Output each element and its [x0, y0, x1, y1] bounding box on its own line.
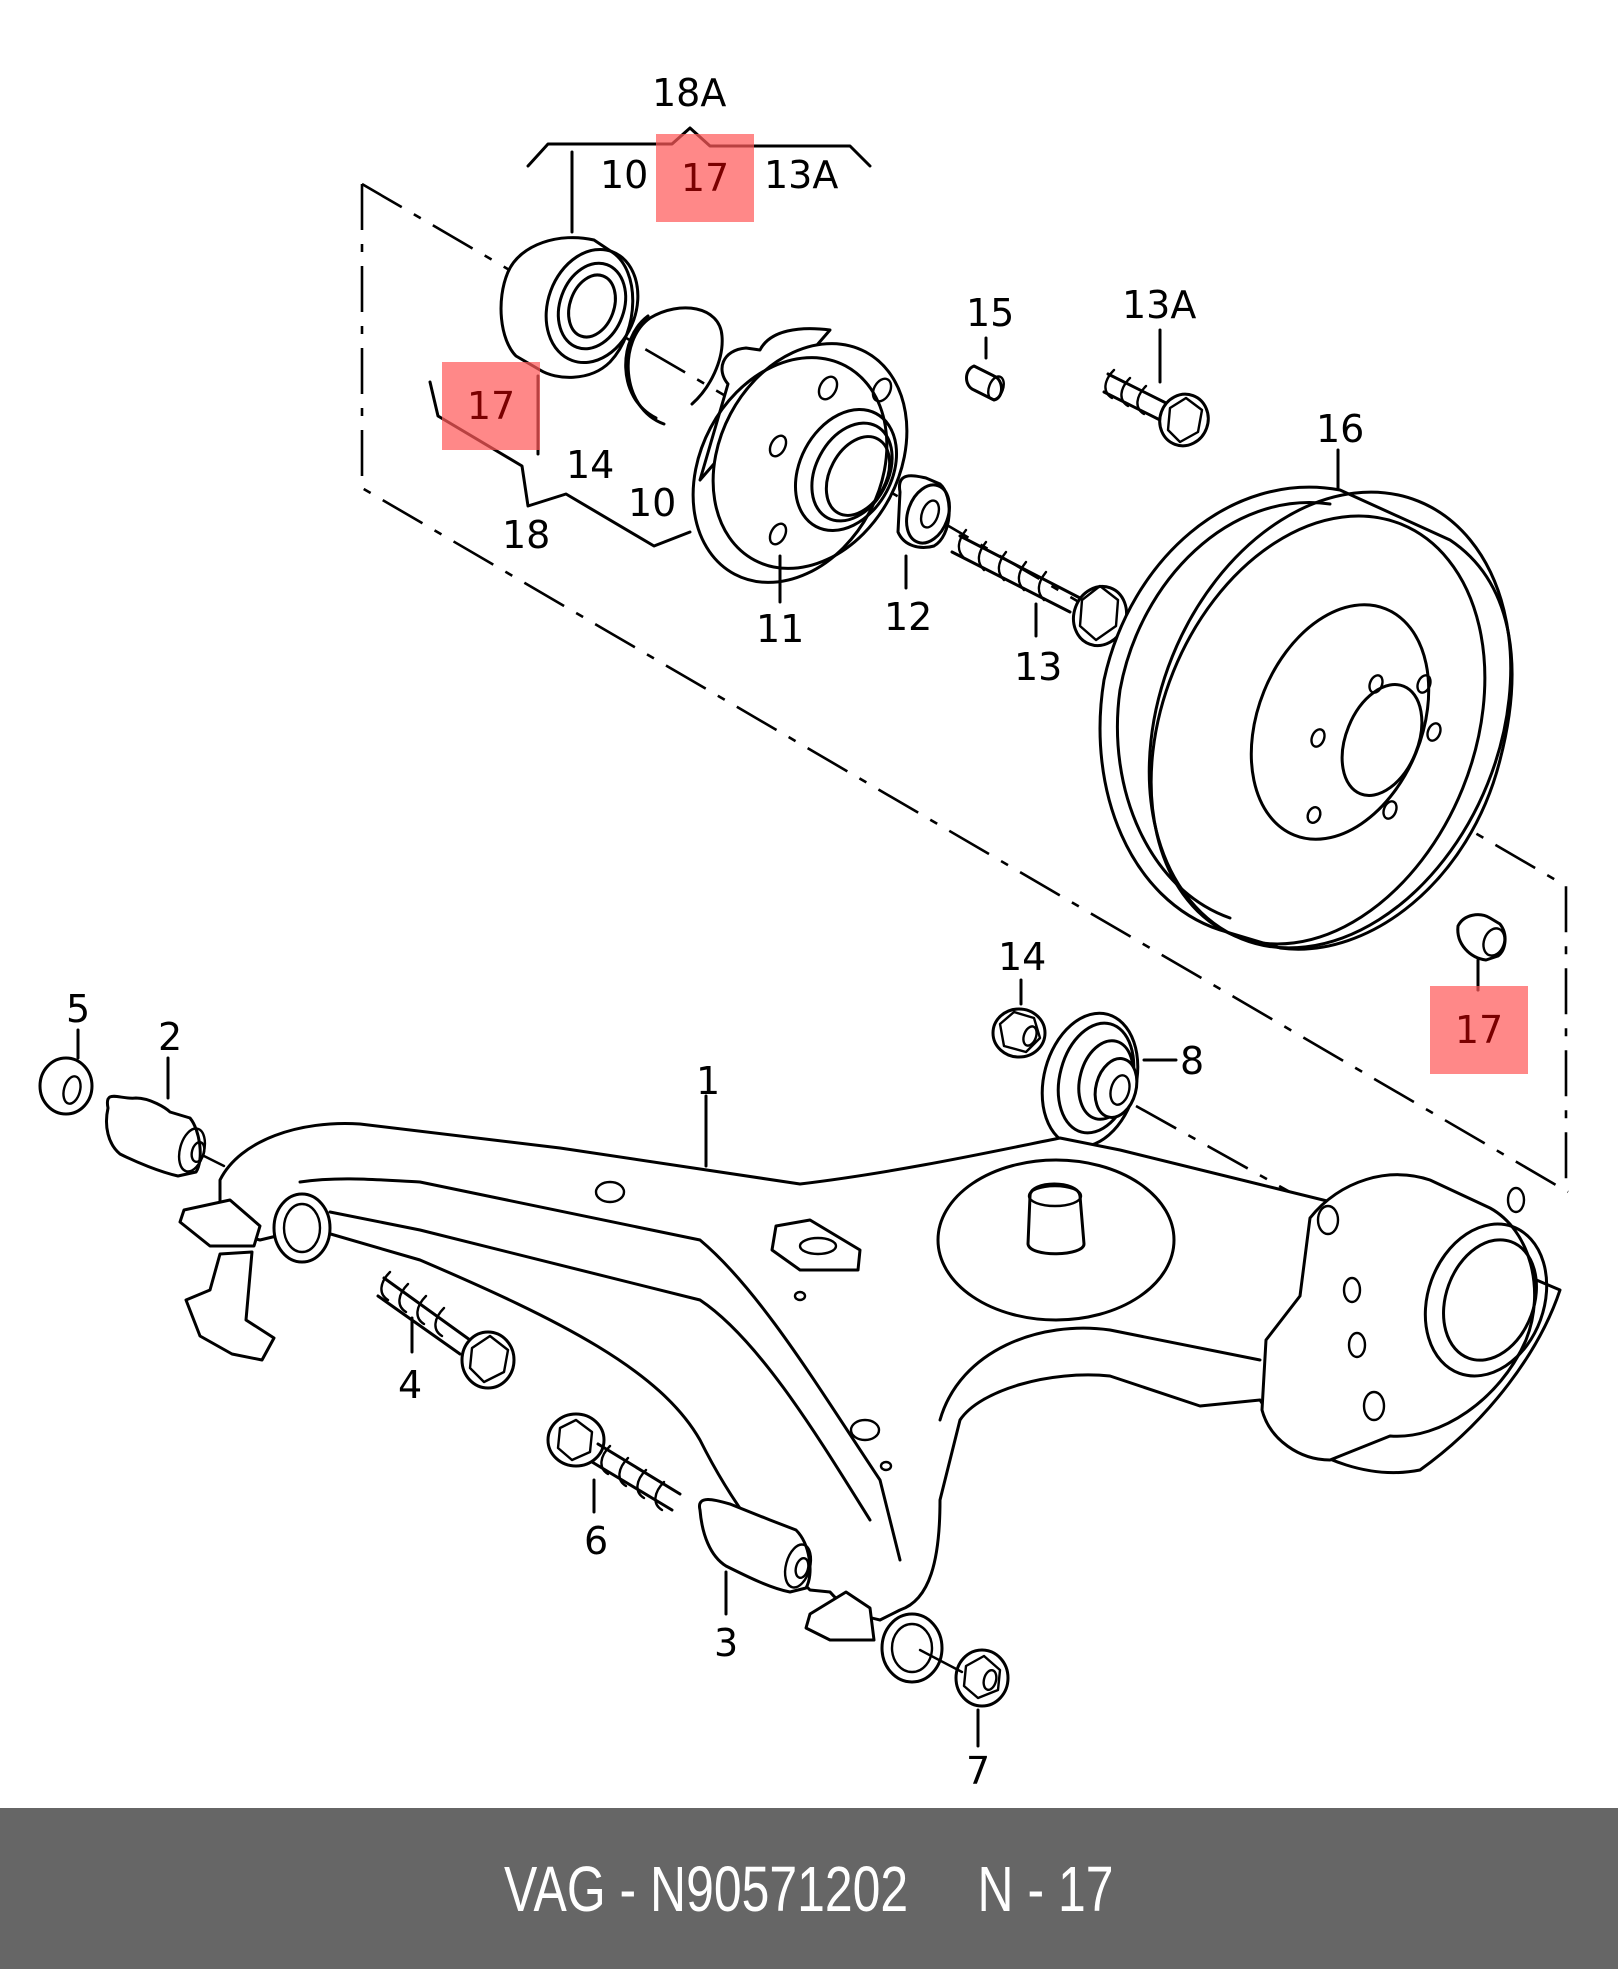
callout-8: 8 [1180, 1039, 1205, 1083]
brake-drum [1098, 448, 1514, 951]
callout-10-mid: 10 [628, 481, 677, 525]
callout-4: 4 [398, 1363, 423, 1407]
flange-nut-5 [38, 1028, 94, 1116]
exploded-parts-diagram [38, 126, 1569, 1748]
dowel-pin [965, 336, 1005, 402]
wheel-hub [691, 327, 909, 604]
rubber-bush-3 [698, 1498, 813, 1616]
callout-18a: 18A [652, 71, 727, 115]
highlight-17-bearing[interactable]: 17 [442, 362, 540, 450]
highlight-17-group[interactable]: 17 [656, 134, 754, 222]
callout-6: 6 [584, 1519, 609, 1563]
highlight-label: 17 [680, 156, 730, 200]
axle-bolt [950, 528, 1128, 648]
rubber-bush-2 [105, 1056, 226, 1178]
callout-14-low: 14 [998, 935, 1047, 979]
highlight-label: 17 [466, 384, 516, 428]
callout-12: 12 [884, 595, 933, 639]
circlip [624, 306, 724, 426]
drum-locating-screw [1456, 913, 1507, 992]
callout-13: 13 [1014, 645, 1063, 689]
thrust-washer [896, 474, 951, 590]
callout-14-top: 14 [566, 443, 615, 487]
assembly-boundary [360, 182, 1569, 1194]
callout-3: 3 [714, 1621, 739, 1665]
callout-11: 11 [756, 607, 805, 651]
rear-axle-beam [178, 1094, 1562, 1684]
bolt-4 [376, 1270, 516, 1390]
part-number-footer: VAG - N90571202 N - 17 [0, 1808, 1618, 1969]
callout-7: 7 [966, 1749, 991, 1793]
group-bracket-18a [526, 126, 872, 234]
highlight-label: 17 [1454, 1008, 1504, 1052]
highlight-17-screw[interactable]: 17 [1430, 986, 1528, 1074]
bolt-6 [546, 1412, 682, 1514]
bolt-13a [1102, 328, 1210, 448]
callout-16: 16 [1316, 407, 1365, 451]
lock-nut-14 [991, 978, 1047, 1059]
mounting-bush [1040, 1011, 1341, 1222]
callout-15: 15 [966, 291, 1015, 335]
callout-18: 18 [502, 513, 551, 557]
callout-1: 1 [696, 1059, 721, 1103]
wheel-bearing [499, 236, 640, 379]
callout-10-top: 10 [600, 153, 649, 197]
part-number-text: VAG - N90571202 N - 17 [504, 1852, 1114, 1925]
callout-5: 5 [66, 987, 91, 1031]
callout-2: 2 [158, 1015, 183, 1059]
leader-lines [778, 554, 1480, 992]
flange-nut-7 [918, 1648, 1010, 1748]
callout-13a: 13A [1122, 283, 1197, 327]
callout-13a-top: 13A [764, 153, 839, 197]
